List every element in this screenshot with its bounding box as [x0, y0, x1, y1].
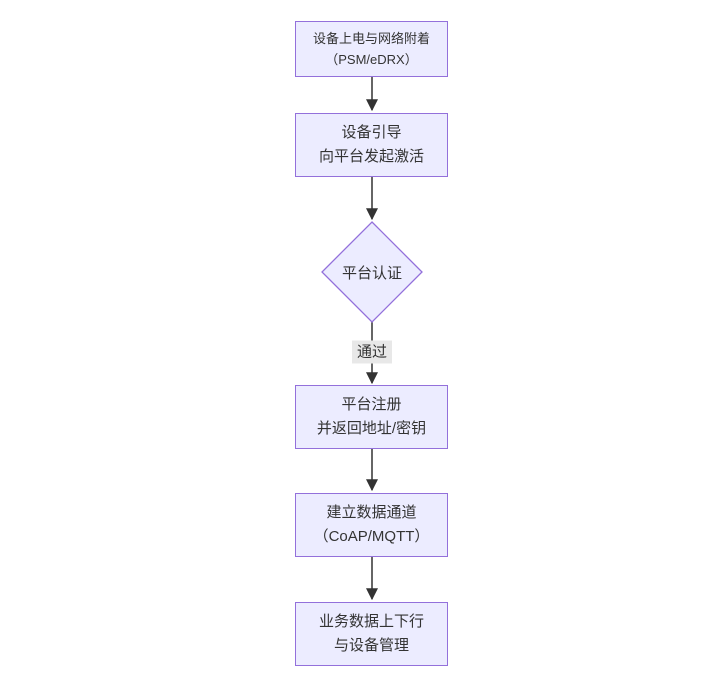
node-label-line: 建立数据通道 — [326, 504, 417, 521]
node-power-network-attach: 设备上电与网络附着 （PSM/eDRX） — [295, 21, 448, 77]
node-label-line: 并返回地址/密钥 — [316, 420, 427, 437]
node-label-line: （CoAP/MQTT） — [313, 528, 430, 545]
edge-label-pass: 通过 — [351, 340, 393, 364]
decision-platform-auth-shape — [321, 221, 423, 323]
node-device-bootstrap: 设备引导 向平台发起激活 — [295, 113, 448, 177]
node-label-line: 设备引导 — [341, 124, 402, 141]
node-label-line: 与设备管理 — [333, 637, 409, 654]
node-label-line: 向平台发起激活 — [318, 148, 424, 165]
decision-platform-auth-label: 平台认证 — [341, 264, 402, 282]
node-label-line: （PSM/eDRX） — [325, 52, 418, 67]
node-data-channel: 建立数据通道 （CoAP/MQTT） — [295, 493, 448, 557]
node-business-data: 业务数据上下行 与设备管理 — [295, 602, 448, 666]
node-label-line: 平台注册 — [341, 396, 402, 413]
node-platform-register: 平台注册 并返回地址/密钥 — [295, 385, 448, 449]
node-label-line: 设备上电与网络附着 — [312, 31, 430, 46]
node-label-line: 业务数据上下行 — [318, 613, 424, 630]
